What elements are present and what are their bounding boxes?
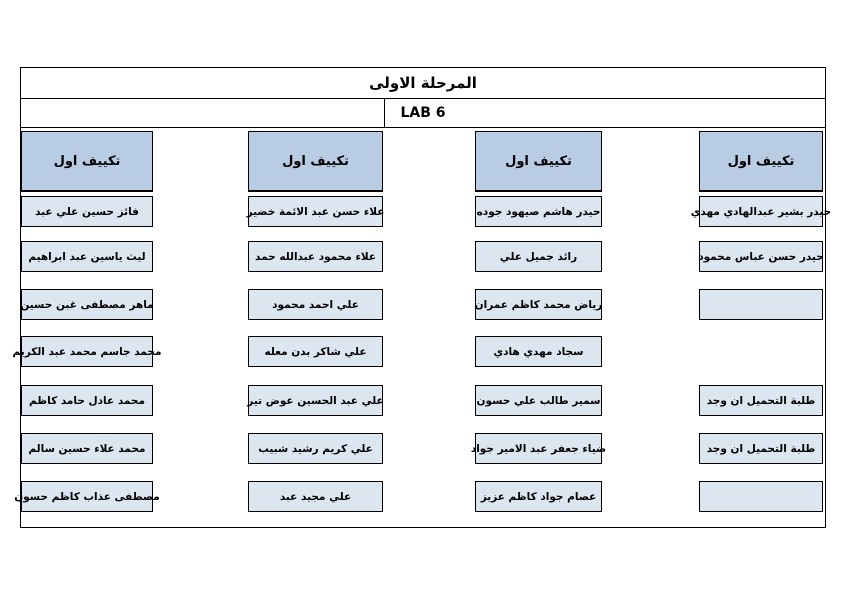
student-name-cell: سجاد مهدي هادي	[475, 336, 602, 367]
student-name-cell: حيدر بشير عبدالهادي مهدي	[691, 196, 831, 227]
lab-title: LAB 6	[400, 105, 446, 121]
student-name-cell: محمد عادل حامد كاظم	[21, 385, 153, 416]
student-name-cell: علاء محمود عبدالله حمد	[248, 241, 383, 272]
student-name-cell: علي احمد محمود	[248, 289, 383, 320]
student-name-cell: ماهر مصطفى غبن حسين	[20, 289, 154, 320]
student-name-cell: علي شاكر بدن معله	[248, 336, 383, 367]
group-column-center-left: تكييف اول علاء حسن عبد الائمة خضير علاء مح…	[247, 131, 384, 512]
group-header: تكييف اول	[699, 131, 823, 192]
stage-title: المرحلة الاولى	[21, 68, 825, 99]
student-name-cell: سمير طالب علي حسون	[475, 385, 602, 416]
student-name-cell: رياض محمد كاظم عمران	[475, 289, 602, 320]
student-name-cell: حيدر حسن عباس محمود	[698, 241, 824, 272]
lab-title-row: LAB 6	[21, 99, 825, 128]
student-name-cell: ضياء جعفر عبد الامير جواد	[471, 433, 606, 464]
student-name-cell: علي عبد الحسين عوض تير	[247, 385, 384, 416]
group-header: تكييف اول	[248, 131, 383, 192]
group-column-center-right: تكييف اول حيدر هاشم صيهود جوده رائد جميل ع…	[471, 131, 606, 512]
student-name-cell: مصطفى عذاب كاظم حسون	[14, 481, 160, 512]
student-name-cell: فائز حسين علي عبد	[21, 196, 153, 227]
student-name-cell: ليث ياسين عبد ابراهيم	[21, 241, 153, 272]
lab-row-divider	[384, 99, 385, 127]
group-column-rightmost: تكييف اول حيدر بشير عبدالهادي مهدي حيدر حس…	[691, 131, 831, 512]
student-name-cell: محمد جاسم محمد عبد الكريم	[13, 336, 161, 367]
student-name-cell: رائد جميل علي	[475, 241, 602, 272]
student-name-cell: علاء حسن عبد الائمة خضير	[247, 196, 384, 227]
student-name-cell: علي مجيد عبد	[248, 481, 383, 512]
group-column-leftmost: تكييف اول فائز حسين علي عبد ليث ياسين عبد …	[13, 131, 161, 512]
group-header: تكييف اول	[475, 131, 602, 192]
student-name-cell: علي كريم رشيد شبيب	[248, 433, 383, 464]
student-name-cell: عصام جواد كاظم عزيز	[475, 481, 602, 512]
empty-cell	[699, 289, 823, 320]
student-name-cell: طلبة التحميل ان وجد	[699, 433, 823, 464]
group-header: تكييف اول	[21, 131, 153, 192]
student-name-cell: محمد علاء حسين سالم	[21, 433, 153, 464]
student-name-cell: طلبة التحميل ان وجد	[699, 385, 823, 416]
student-name-cell: حيدر هاشم صيهود جوده	[475, 196, 602, 227]
empty-cell	[699, 481, 823, 512]
schedule-table: المرحلة الاولى LAB 6 تكييف اول حيدر بشير …	[13, 67, 831, 528]
